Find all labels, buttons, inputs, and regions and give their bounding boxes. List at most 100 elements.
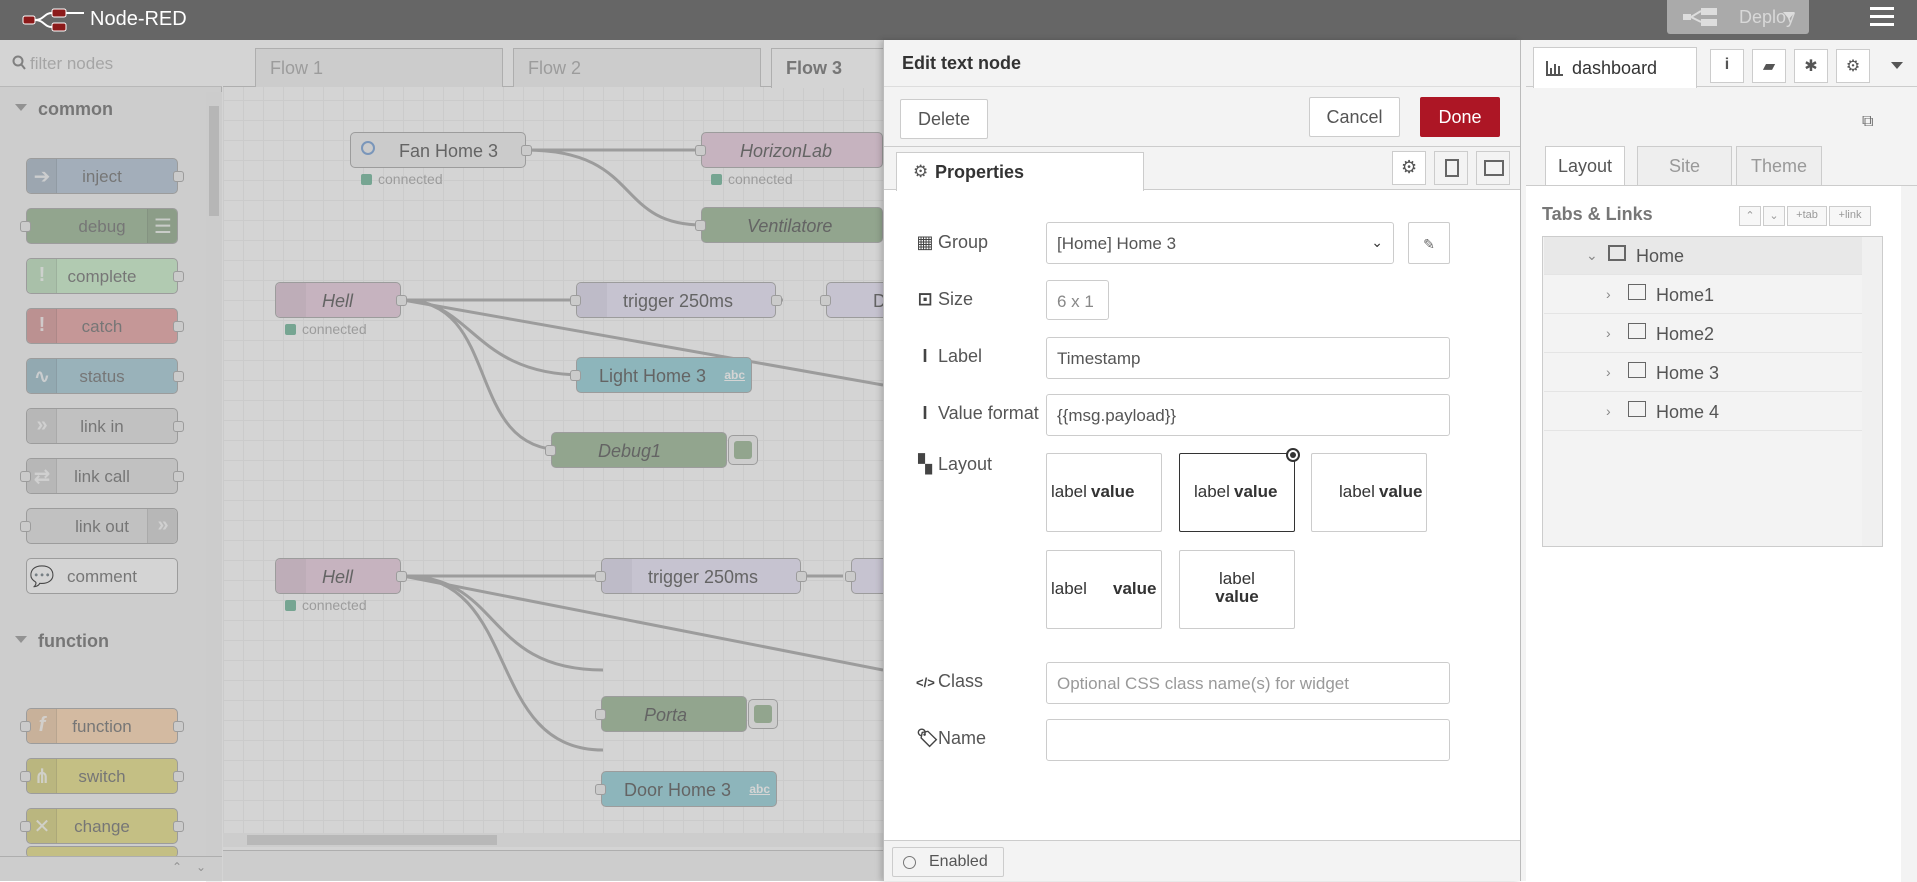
flow-node-ventilatore[interactable]: Ventilatore <box>695 207 883 243</box>
chevron-down-icon[interactable]: ⌄ <box>1586 247 1598 263</box>
palette-node-complete[interactable]: ! complete <box>26 258 184 294</box>
chevron-down-icon[interactable] <box>1891 62 1903 69</box>
tab-site[interactable]: Site <box>1637 146 1732 185</box>
output-port[interactable] <box>173 771 184 782</box>
layout-option-row-left[interactable]: label value <box>1046 453 1162 532</box>
palette-node-comment[interactable]: 💬 comment <box>26 558 178 594</box>
output-port[interactable] <box>173 371 184 382</box>
palette-node-inject[interactable]: ➔ inject <box>26 158 184 194</box>
output-port[interactable] <box>796 571 807 582</box>
external-link-icon[interactable]: ⧉ <box>1862 113 1874 130</box>
chevron-right-icon[interactable]: › <box>1606 286 1611 302</box>
input-port[interactable] <box>545 445 556 456</box>
palette-node-function[interactable]: f function <box>20 708 184 744</box>
layout-option-row-spread[interactable]: label value <box>1046 550 1162 629</box>
output-port[interactable] <box>396 295 407 306</box>
chevron-down-icon[interactable] <box>1783 12 1795 19</box>
flow-node-delay-partial[interactable] <box>845 558 883 594</box>
output-port[interactable] <box>173 421 184 432</box>
flow-node-fan-home[interactable]: Fan Home 3 <box>350 132 532 168</box>
tab-description[interactable] <box>1434 151 1468 185</box>
chevron-right-icon[interactable]: › <box>1606 403 1611 419</box>
info-icon[interactable]: i <box>1710 49 1744 83</box>
name-input[interactable] <box>1046 719 1450 761</box>
output-port[interactable] <box>173 171 184 182</box>
input-port[interactable] <box>20 821 31 832</box>
add-tab-button[interactable]: +tab <box>1787 206 1827 226</box>
tree-item-group[interactable]: › Home1 <box>1544 276 1862 314</box>
input-port[interactable] <box>20 471 31 482</box>
tab-node-settings[interactable]: ⚙ <box>1392 151 1426 185</box>
input-port[interactable] <box>695 145 706 156</box>
chevron-down-icon[interactable]: ⌄ <box>196 860 207 874</box>
flow-node-hell[interactable]: Hell <box>275 282 407 318</box>
tab-theme[interactable]: Theme <box>1736 146 1822 185</box>
resize-handle[interactable] <box>1520 40 1526 881</box>
tree-item-group[interactable]: › Home 4 <box>1544 393 1862 431</box>
output-port[interactable] <box>173 321 184 332</box>
value-format-input[interactable]: {{msg.payload}} <box>1046 394 1450 436</box>
group-select[interactable]: [Home] Home 3 ⌄ <box>1046 222 1394 264</box>
tab-flow-3[interactable]: Flow 3 <box>771 48 891 88</box>
class-input[interactable]: Optional CSS class name(s) for widget <box>1046 662 1450 704</box>
palette-node-debug[interactable]: debug ☰ <box>20 208 178 244</box>
layout-option-row-right[interactable]: label value <box>1311 453 1427 532</box>
flow-node-door-home[interactable]: Door Home 3 abc <box>595 771 777 807</box>
layout-option-row-center[interactable]: label value <box>1179 448 1300 532</box>
flow-node-light-home[interactable]: Light Home 3 abc <box>570 357 752 393</box>
scrollbar-thumb[interactable] <box>209 106 219 216</box>
palette-scrollbar[interactable] <box>206 92 222 882</box>
chevron-right-icon[interactable]: › <box>1606 364 1611 380</box>
tab-flow-1[interactable]: Flow 1 <box>255 48 503 87</box>
input-port[interactable] <box>20 721 31 732</box>
input-port[interactable] <box>20 521 31 532</box>
workspace-scrollbar[interactable] <box>223 833 883 847</box>
flow-node-debug1[interactable]: Debug1 <box>545 432 727 468</box>
category-common-header[interactable]: common <box>0 90 206 128</box>
flow-node-horizonlab[interactable]: HorizonLab <box>695 132 883 168</box>
book-icon[interactable]: ▰ <box>1752 49 1786 83</box>
tab-appearance[interactable] <box>1476 151 1510 185</box>
input-port[interactable] <box>845 571 856 582</box>
input-port[interactable] <box>20 221 31 232</box>
input-port[interactable] <box>695 220 706 231</box>
input-port[interactable] <box>595 571 606 582</box>
input-port[interactable] <box>570 295 581 306</box>
input-port[interactable] <box>595 784 606 795</box>
collapse-all-button[interactable]: ⌃ <box>1739 206 1761 226</box>
tab-properties[interactable]: ⚙ Properties <box>896 152 1144 191</box>
palette-node-change[interactable]: ✕ change <box>20 808 184 844</box>
delete-button[interactable]: Delete <box>900 99 988 139</box>
input-port[interactable] <box>20 771 31 782</box>
sidebar-tab-dashboard[interactable]: dashboard <box>1533 47 1697 88</box>
tree-item-group[interactable]: › Home2 <box>1544 315 1862 353</box>
palette-search[interactable]: filter nodes <box>0 40 222 87</box>
palette-node-switch[interactable]: ⋔ switch <box>20 758 184 794</box>
palette-node-partial[interactable] <box>26 846 178 858</box>
input-port[interactable] <box>595 709 606 720</box>
add-link-button[interactable]: +link <box>1829 206 1871 226</box>
category-function-header[interactable]: function <box>0 622 206 660</box>
flow-node-delay-partial[interactable]: D <box>820 282 883 318</box>
output-port[interactable] <box>173 721 184 732</box>
tree-scrollbar[interactable] <box>1862 237 1882 546</box>
output-port[interactable] <box>521 145 532 156</box>
flow-node-trigger[interactable]: trigger 250ms <box>595 558 807 594</box>
done-button[interactable]: Done <box>1420 97 1500 137</box>
bug-icon[interactable]: ✱ <box>1794 49 1828 83</box>
palette-node-link-in[interactable]: » link in <box>26 408 184 444</box>
expand-all-button[interactable]: ⌄ <box>1763 206 1785 226</box>
tree-item-group[interactable]: › Home 3 <box>1544 354 1862 392</box>
deploy-button[interactable]: Deploy <box>1667 0 1809 34</box>
label-input[interactable]: Timestamp <box>1046 337 1450 379</box>
input-port[interactable] <box>570 370 581 381</box>
palette-node-status[interactable]: ∿ status <box>26 358 184 394</box>
debug-toggle-button[interactable] <box>748 699 778 729</box>
sidebar-scrollbar[interactable] <box>1901 186 1917 882</box>
main-menu-icon[interactable] <box>1870 7 1894 29</box>
tab-layout[interactable]: Layout <box>1545 146 1625 186</box>
tab-flow-2[interactable]: Flow 2 <box>513 48 761 87</box>
layout-option-column[interactable]: label value <box>1179 550 1295 629</box>
edit-group-button[interactable]: ✎ <box>1408 222 1450 264</box>
output-port[interactable] <box>173 821 184 832</box>
